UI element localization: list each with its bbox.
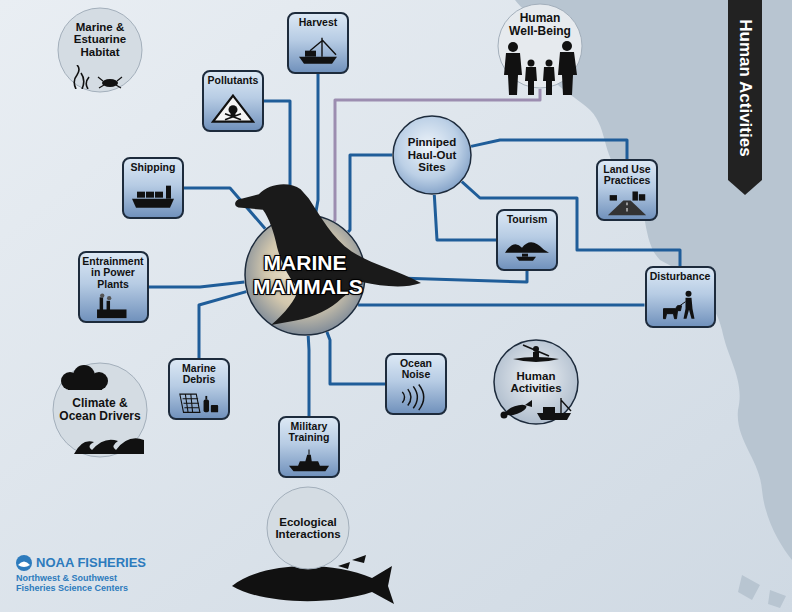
connector-line: [327, 332, 385, 384]
pressure-box: Shipping: [122, 157, 184, 219]
small-fish: [338, 555, 366, 569]
node-label: Marine & Estuarine Habitat: [67, 21, 133, 58]
pressure-box: Pollutants: [202, 70, 264, 132]
node-icon: [299, 38, 337, 64]
hub-circle: Pinniped Haul-Out Sites: [392, 115, 472, 195]
node-icon: [74, 65, 122, 89]
connector-line: [434, 195, 496, 240]
box-outline: [169, 359, 229, 419]
node-icon: [504, 41, 577, 95]
node-icon: [97, 293, 126, 318]
context-circle: Human Activities: [493, 339, 579, 425]
node-label: Pollutants: [205, 75, 261, 86]
node-label: Land Use Practices: [599, 164, 655, 187]
node-label: Harvest: [290, 17, 346, 28]
connector-line: [348, 155, 392, 232]
pressure-box: Tourism: [496, 209, 558, 271]
central-circle: MARINE MAMMALS: [244, 214, 366, 336]
circle-outline: [393, 116, 471, 194]
agency-subtitle: Northwest & Southwest Fisheries Science …: [16, 574, 150, 594]
context-circle: Human Well-Being: [497, 3, 583, 89]
context-circle: Ecological Interactions: [266, 486, 350, 570]
context-circle: Marine & Estuarine Habitat: [57, 7, 143, 93]
node-icon: [663, 291, 694, 319]
node-icon: [213, 96, 253, 122]
node-label: Human Well-Being: [507, 12, 573, 38]
node-label: Entrainment in Power Plants: [81, 256, 146, 290]
noaa-logo: [16, 555, 32, 571]
node-icon: [513, 345, 559, 362]
box-outline: [79, 252, 148, 322]
node-label: Marine Debris: [171, 363, 227, 386]
node-label: Human Activities: [735, 0, 755, 178]
node-icon: [537, 398, 571, 420]
node-icon: [235, 184, 421, 325]
section-tab: Human Activities: [728, 0, 762, 195]
pressure-box: Military Training: [278, 416, 340, 478]
circle-outline: [267, 487, 349, 569]
node-icon: [61, 365, 108, 390]
pressure-box: Disturbance: [645, 266, 716, 328]
node-label: Ecological Interactions: [271, 516, 345, 541]
salmon-silhouette: [232, 566, 394, 604]
node-icon: [501, 400, 533, 419]
pressure-box: Land Use Practices: [596, 159, 658, 221]
box-outline: [597, 160, 657, 220]
connector-line: [471, 140, 627, 159]
connector-line: [315, 74, 318, 215]
connector-line: [358, 304, 644, 307]
node-icon: [608, 191, 646, 215]
node-icon: [132, 186, 174, 208]
node-icon: [505, 242, 549, 261]
node-label: Military Training: [281, 421, 337, 444]
pressure-box: Entrainment in Power Plants: [78, 251, 149, 323]
logo-bird: [18, 562, 30, 568]
node-icon: [74, 438, 144, 454]
box-outline: [123, 158, 183, 218]
connector-line: [199, 292, 246, 358]
pressure-box: Ocean Noise: [385, 353, 447, 415]
node-icon: [289, 449, 329, 471]
box-outline: [497, 210, 557, 270]
node-label: MARINE MAMMALS: [253, 251, 357, 299]
circle-outline: [58, 8, 142, 92]
node-icon: [402, 385, 423, 411]
node-label: Shipping: [125, 162, 181, 173]
pressure-box: Harvest: [287, 12, 349, 74]
connector-line: [334, 89, 540, 221]
connector-line: [149, 282, 245, 287]
box-outline: [646, 267, 715, 327]
box-outline: [279, 417, 339, 477]
node-label: Human Activities: [501, 370, 571, 395]
node-label: Ocean Noise: [388, 358, 444, 381]
node-label: Disturbance: [648, 271, 713, 282]
node-label: Pinniped Haul-Out Sites: [399, 136, 465, 173]
circle-outline: [494, 340, 578, 424]
node-icon: [180, 394, 218, 412]
pressure-box: Marine Debris: [168, 358, 230, 420]
circle-outline: [53, 363, 147, 457]
box-outline: [386, 354, 446, 414]
node-label: Climate & Ocean Drivers: [57, 397, 143, 423]
box-outline: [203, 71, 263, 131]
logo-disc: [16, 555, 32, 571]
island-land: [738, 575, 786, 608]
context-circle: Climate & Ocean Drivers: [52, 362, 148, 458]
node-label: Tourism: [499, 214, 555, 225]
box-outline: [288, 13, 348, 73]
agency-logo-text: NOAA FISHERIES: [36, 556, 196, 570]
connector-line: [307, 336, 311, 416]
